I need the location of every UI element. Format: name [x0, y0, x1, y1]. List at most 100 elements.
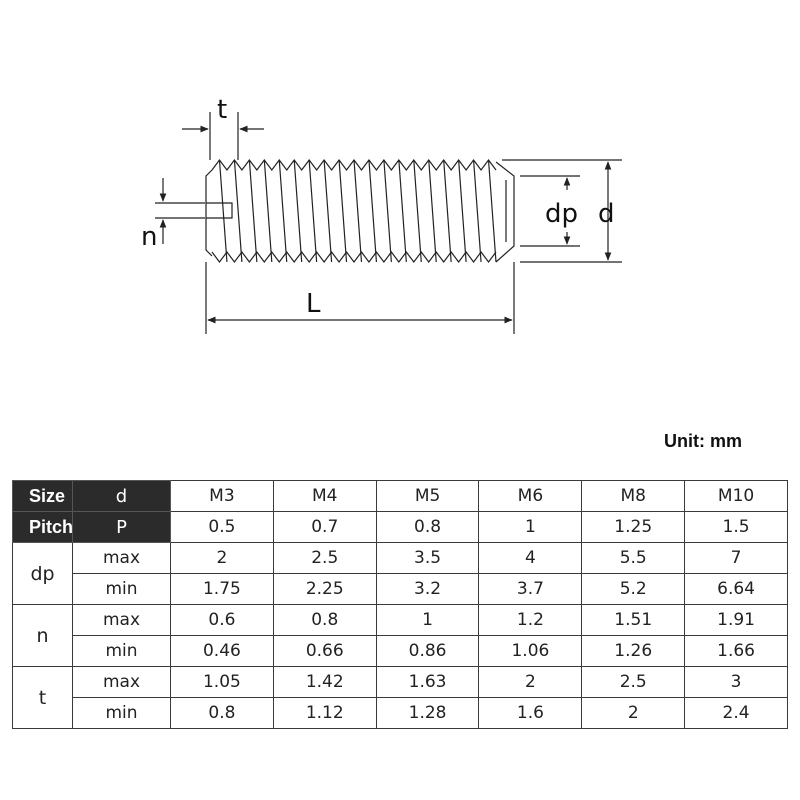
thread-flank	[472, 159, 482, 263]
size-value: M5	[375, 480, 480, 512]
screw-drawing: t n L dp d	[141, 95, 622, 334]
spec-value: 1.51	[581, 604, 686, 636]
spec-value: 0.8	[272, 604, 377, 636]
size-value: M8	[581, 480, 686, 512]
spec-value: 2	[581, 697, 686, 729]
spec-value: 2	[170, 542, 274, 574]
size-value: M6	[478, 480, 583, 512]
spec-value: 4	[478, 542, 583, 574]
spec-value: 1.12	[272, 697, 377, 729]
spec-value: 6.64	[684, 573, 788, 605]
spec-value: 2.5	[272, 542, 377, 574]
thread-roots	[211, 250, 497, 264]
spec-value: 1.28	[375, 697, 480, 729]
thread-flank	[278, 159, 288, 263]
screw-body	[205, 158, 515, 264]
thread-flank	[383, 159, 392, 263]
thread-flank	[413, 159, 422, 263]
bound-label: max	[72, 542, 171, 574]
thread-flank	[368, 159, 378, 263]
thread-flank	[338, 159, 348, 263]
size-value: M3	[170, 480, 274, 512]
group-label: dp	[12, 542, 73, 605]
thread-flank	[323, 159, 333, 263]
spec-value: 1.66	[684, 635, 788, 667]
bound-label: max	[72, 666, 171, 698]
spec-value: 0.66	[272, 635, 377, 667]
thread-flank	[487, 159, 497, 263]
spec-value: 2	[478, 666, 583, 698]
spec-value: 1.26	[581, 635, 686, 667]
spec-value: 0.8	[170, 697, 274, 729]
thread-flank	[308, 159, 318, 263]
pitch-value: 0.5	[170, 511, 274, 543]
spec-value: 1.42	[272, 666, 377, 698]
thread-flank	[218, 159, 228, 263]
group-label: t	[12, 666, 73, 729]
spec-value: 1.91	[684, 604, 788, 636]
label-dp: dp	[545, 199, 578, 229]
thread-flank	[398, 159, 407, 263]
pitch-value: 1	[478, 511, 583, 543]
size-header: Size	[12, 480, 73, 512]
pitch-value: 0.7	[272, 511, 377, 543]
size-symbol: d	[72, 480, 171, 512]
spec-value: 1.06	[478, 635, 583, 667]
label-t: t	[217, 95, 227, 125]
spec-value: 2.5	[581, 666, 686, 698]
label-d: d	[598, 199, 615, 229]
spec-value: 3.2	[375, 573, 480, 605]
point-end	[495, 161, 515, 263]
pitch-value: 0.8	[375, 511, 480, 543]
spec-value: 0.46	[170, 635, 274, 667]
spec-value: 5.2	[581, 573, 686, 605]
thread-flank	[233, 159, 243, 263]
bound-label: min	[72, 573, 171, 605]
thread-flank	[428, 159, 437, 263]
group-label: n	[12, 604, 73, 667]
thread-flank	[458, 159, 467, 263]
spec-value: 7	[684, 542, 788, 574]
thread-flank	[443, 159, 452, 263]
spec-value: 2.25	[272, 573, 377, 605]
spec-value: 3	[684, 666, 788, 698]
thread-flanks	[218, 159, 497, 263]
label-n: n	[141, 222, 157, 252]
spec-value: 0.86	[375, 635, 480, 667]
spec-value: 2.4	[684, 697, 788, 729]
spec-value: 3.5	[375, 542, 480, 574]
thread-flank	[263, 159, 273, 263]
spec-value: 3.7	[478, 573, 583, 605]
spec-value: 0.6	[170, 604, 274, 636]
slot	[206, 202, 233, 219]
bound-label: min	[72, 635, 171, 667]
thread-flank	[353, 159, 363, 263]
bound-label: min	[72, 697, 171, 729]
spec-value: 1.6	[478, 697, 583, 729]
thread-flank	[248, 159, 258, 263]
unit-label: Unit: mm	[664, 431, 742, 451]
label-L: L	[306, 289, 321, 319]
pitch-value: 1.25	[581, 511, 686, 543]
spec-value: 1	[375, 604, 480, 636]
spec-value: 1.75	[170, 573, 274, 605]
spec-value: 1.2	[478, 604, 583, 636]
spec-value: 5.5	[581, 542, 686, 574]
thread-flank	[293, 159, 303, 263]
size-value: M4	[272, 480, 377, 512]
dimension-lines	[155, 112, 622, 334]
spec-value: 1.63	[375, 666, 480, 698]
pitch-header: Pitch	[12, 511, 73, 543]
size-value: M10	[684, 480, 788, 512]
spec-value: 1.05	[170, 666, 274, 698]
pitch-symbol: P	[72, 511, 171, 543]
